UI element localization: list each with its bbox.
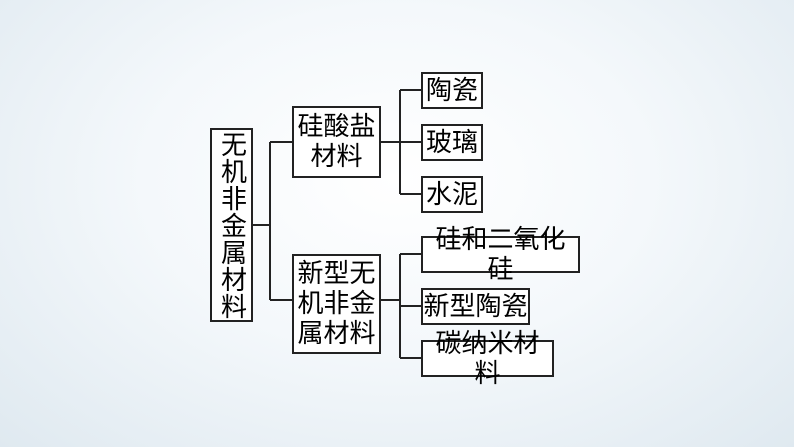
leaf-node-glass: 玻璃	[421, 124, 483, 161]
branch-node-new-inorganic-line1: 新型无	[297, 259, 376, 289]
branch-node-new-inorganic: 新型无 机非金 属材料	[292, 254, 381, 354]
branch-node-silicate-line2: 材料	[310, 142, 363, 172]
root-node-label: 无机非金属材料	[216, 130, 247, 320]
leaf-node-label: 碳纳米材料	[435, 328, 540, 389]
leaf-node-label: 硅和二氧化硅	[435, 224, 566, 285]
leaf-node-new-ceramics: 新型陶瓷	[421, 288, 530, 325]
leaf-node-label: 玻璃	[425, 127, 478, 158]
leaf-node-cement: 水泥	[421, 176, 483, 213]
leaf-node-label: 新型陶瓷	[423, 291, 528, 322]
leaf-node-label: 陶瓷	[425, 75, 478, 106]
branch-node-new-inorganic-line2: 机非金	[297, 289, 376, 319]
branch-node-silicate: 硅酸盐 材料	[292, 106, 381, 178]
root-node: 无机非金属材料	[210, 128, 253, 322]
leaf-node-silicon-and-silica: 硅和二氧化硅	[421, 225, 580, 285]
branch-node-new-inorganic-line3: 属材料	[297, 319, 376, 349]
branch-node-silicate-line1: 硅酸盐	[297, 112, 376, 142]
leaf-node-carbon-nanomaterials: 碳纳米材料	[421, 329, 554, 389]
leaf-node-label: 水泥	[425, 179, 478, 210]
leaf-node-ceramics: 陶瓷	[421, 72, 483, 109]
